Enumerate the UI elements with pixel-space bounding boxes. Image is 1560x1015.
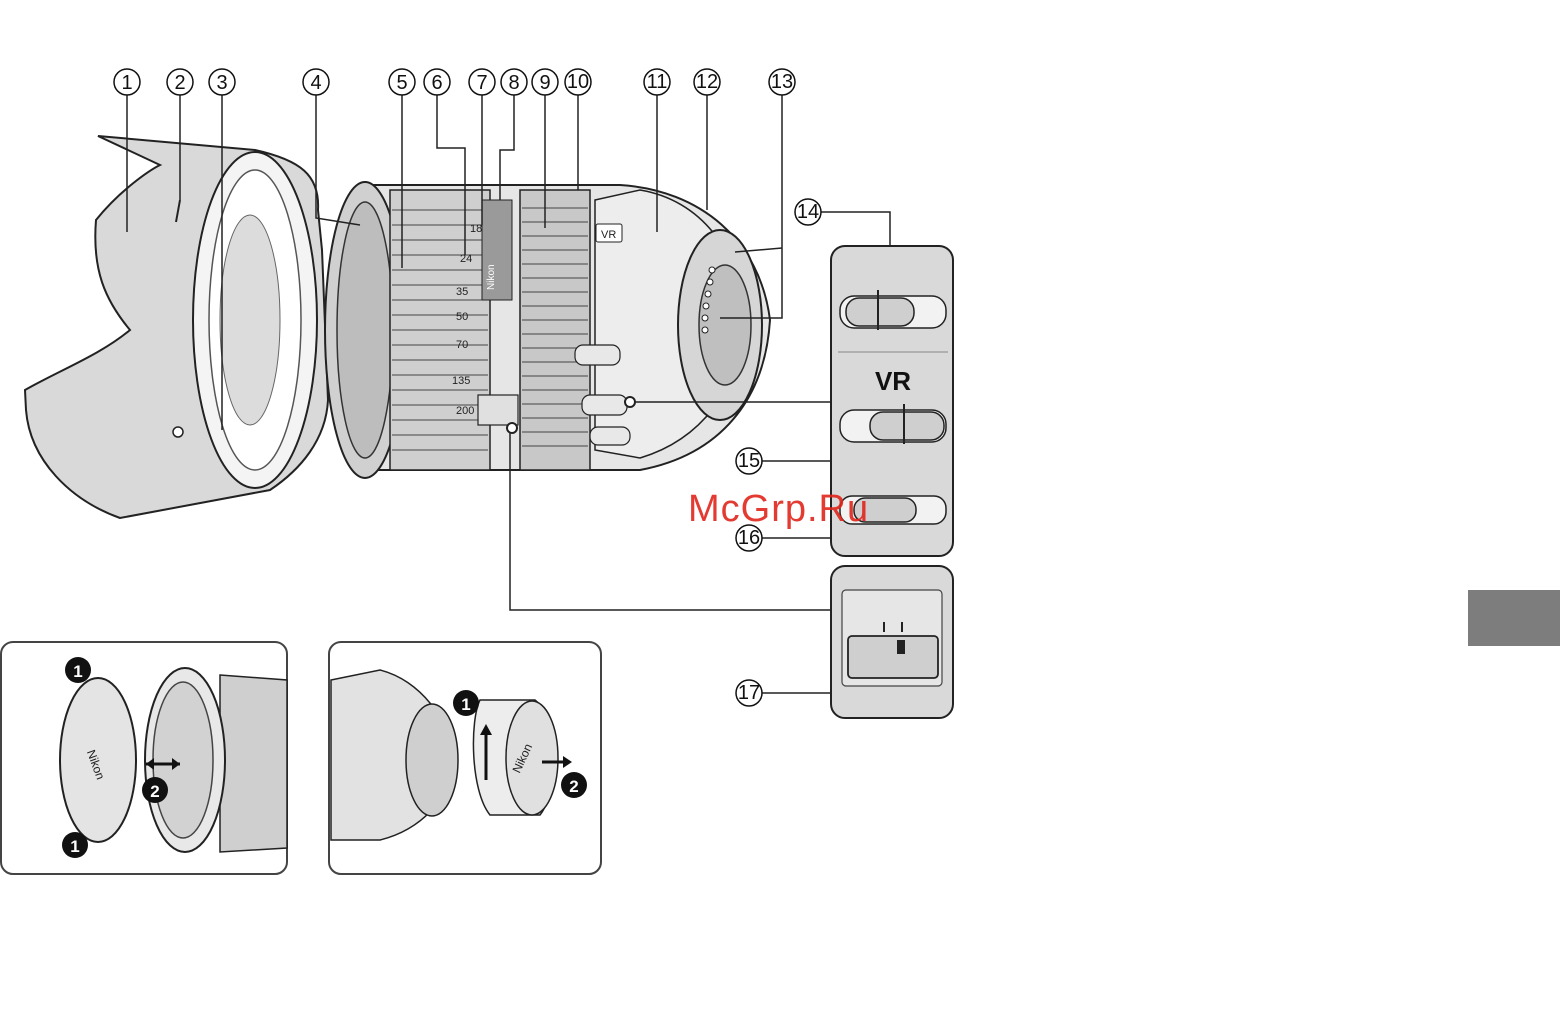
svg-text:4: 4 (310, 72, 321, 94)
callout-14: 14 (795, 199, 821, 225)
focal-mark: 24 (460, 253, 472, 265)
callout-5: 5 (389, 69, 415, 95)
svg-text:14: 14 (797, 201, 819, 223)
svg-text:15: 15 (738, 450, 760, 472)
step-marker: 2 (561, 772, 587, 798)
watermark: McGrp.Ru (688, 488, 869, 531)
focal-mark: 50 (456, 311, 468, 323)
svg-text:8: 8 (508, 72, 519, 94)
focal-mark: 70 (456, 339, 468, 351)
svg-text:6: 6 (431, 72, 442, 94)
svg-text:2: 2 (174, 72, 185, 94)
callout-4: 4 (303, 69, 329, 95)
lens-hood (25, 136, 328, 518)
focal-mark: 18 (470, 223, 482, 235)
svg-text:7: 7 (476, 72, 487, 94)
focal-mark: 200 (456, 405, 474, 417)
step-marker: 1 (453, 690, 479, 716)
callout-1: 1 (114, 69, 140, 95)
callout-9: 9 (532, 69, 558, 95)
svg-text:9: 9 (539, 72, 550, 94)
svg-text:1: 1 (73, 662, 82, 681)
callout-3: 3 (209, 69, 235, 95)
callout-17: 17 (736, 680, 762, 706)
step-marker: 1 (62, 832, 88, 858)
vr-badge: VR (601, 229, 616, 241)
section-tab (1468, 590, 1560, 646)
svg-text:2: 2 (569, 777, 578, 796)
svg-text:1: 1 (121, 72, 132, 94)
svg-text:3: 3 (216, 72, 227, 94)
callout-2: 2 (167, 69, 193, 95)
step-marker: 1 (65, 657, 91, 683)
lens-brand: Nikon (486, 264, 497, 290)
callout-12: 12 (694, 69, 720, 95)
svg-text:1: 1 (70, 837, 79, 856)
vr-switch-label: VR (875, 366, 911, 396)
svg-text:11: 11 (647, 71, 668, 93)
callout-11: 11 (644, 69, 670, 95)
callout-8: 8 (501, 69, 527, 95)
svg-text:1: 1 (461, 695, 470, 714)
lens-body: 18 24 35 50 70 135 200 Nikon VR (325, 182, 770, 478)
svg-text:5: 5 (396, 72, 407, 94)
callout-10: 10 (565, 69, 591, 95)
step-marker: 2 (142, 777, 168, 803)
svg-text:12: 12 (696, 71, 718, 93)
svg-text:17: 17 (738, 682, 760, 704)
callout-15: 15 (736, 448, 762, 474)
callout-6: 6 (424, 69, 450, 95)
svg-text:13: 13 (771, 71, 793, 93)
callout-7: 7 (469, 69, 495, 95)
focal-mark: 35 (456, 286, 468, 298)
svg-text:2: 2 (150, 782, 159, 801)
lock-switch-panel (831, 566, 953, 718)
svg-text:10: 10 (567, 71, 589, 93)
rear-cap-panel: Nikon 1 2 (329, 642, 601, 874)
front-cap-panel: Nikon 1 2 1 (1, 642, 287, 874)
callout-13: 13 (769, 69, 795, 95)
focal-mark: 135 (452, 375, 470, 387)
